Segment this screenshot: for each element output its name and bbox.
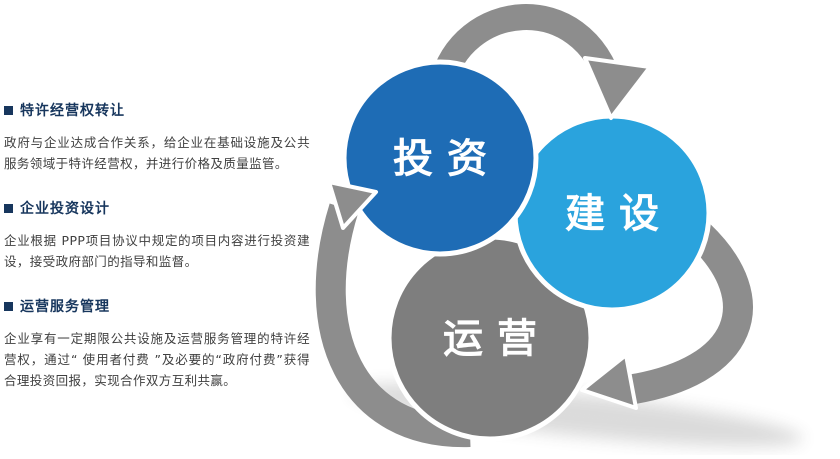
cycle-diagram-svg: 投 资 建 设 运 营 <box>315 4 803 448</box>
arrowhead-into-investment-icon <box>327 180 378 230</box>
arrowhead-into-operation-icon <box>580 353 638 410</box>
arrow-operate-to-invest <box>315 203 471 448</box>
square-bullet-icon <box>4 105 13 115</box>
section-heading-text: 企业投资设计 <box>20 201 110 217</box>
arrowhead-into-construction-icon <box>583 56 652 120</box>
arrow-invest-to-build <box>429 4 624 93</box>
section-heading-text: 运营服务管理 <box>20 299 110 315</box>
section-franchise-transfer: 特许经营权转让 政府与企业达成合作关系，给企业在基础设施及公共服务领域于特许经营… <box>4 100 310 174</box>
square-bullet-icon <box>4 301 13 311</box>
section-operation-service: 运营服务管理 企业享有一定期限公共设施及运营服务管理的特许经营权，通过“ 使用者… <box>4 296 310 391</box>
description-column: 特许经营权转让 政府与企业达成合作关系，给企业在基础设施及公共服务领域于特许经营… <box>4 100 310 415</box>
ppp-cycle-diagram: 投 资 建 设 运 营 <box>310 0 840 455</box>
investment-label: 投 资 <box>393 136 487 182</box>
section-body: 政府与企业达成合作关系，给企业在基础设施及公共服务领域于特许经营权，并进行价格及… <box>4 135 310 171</box>
square-bullet-icon <box>4 203 13 213</box>
section-heading-text: 特许经营权转让 <box>20 103 125 119</box>
investment-circle <box>341 59 539 257</box>
section-body: 企业根据 PPP项目协议中规定的项目内容进行投资建设，接受政府部门的指导和监督。 <box>4 233 310 269</box>
section-body: 企业享有一定期限公共设施及运营服务管理的特许经营权，通过“ 使用者付费 ”及必要… <box>4 331 310 388</box>
construction-label: 建 设 <box>565 191 659 237</box>
arrow-build-to-operate <box>625 224 753 405</box>
section-heading: 企业投资设计 <box>4 198 310 218</box>
operation-label: 运 营 <box>443 316 537 362</box>
section-heading: 运营服务管理 <box>4 296 310 316</box>
section-heading: 特许经营权转让 <box>4 100 310 120</box>
section-enterprise-investment: 企业投资设计 企业根据 PPP项目协议中规定的项目内容进行投资建设，接受政府部门… <box>4 198 310 272</box>
